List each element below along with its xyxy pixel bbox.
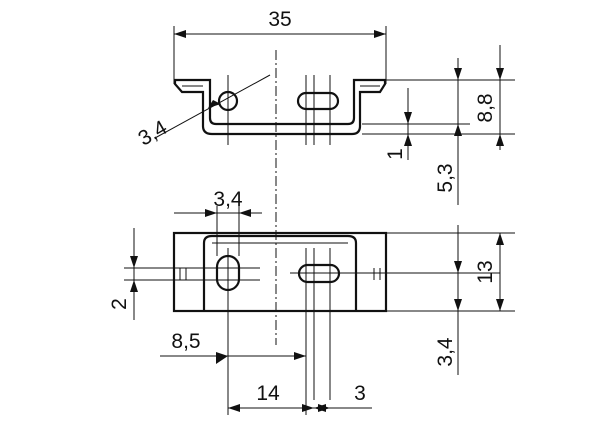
front-inner xyxy=(202,234,358,311)
profile-outer xyxy=(173,78,387,136)
dim-bottom-offset-3-4: 3,4 xyxy=(434,337,457,367)
profile-slot xyxy=(296,91,340,111)
dim-hole-width-3-4: 3,4 xyxy=(213,188,243,211)
dim-hole-diameter: 3,4 xyxy=(134,116,171,151)
dim-slot-height-2: 2 xyxy=(108,298,131,310)
dim-hole-offset-8-5: 8,5 xyxy=(171,330,200,353)
dim-thickness-1: 1 xyxy=(384,148,407,160)
dim-height-8-8: 8,8 xyxy=(474,93,497,122)
dim-offset-5-3: 5,3 xyxy=(434,163,457,192)
front-outline xyxy=(172,231,388,313)
dim-height-13: 13 xyxy=(474,260,497,283)
dim-slot-width-3: 3 xyxy=(354,382,366,405)
top-view: 35 3,4 8,8 5,3 1 xyxy=(134,8,515,345)
dim-slot-spacing-14: 14 xyxy=(256,382,280,405)
front-view: 3,4 2 8,5 14 3 13 3,4 xyxy=(108,188,515,415)
dim-width-35: 35 xyxy=(268,8,291,31)
